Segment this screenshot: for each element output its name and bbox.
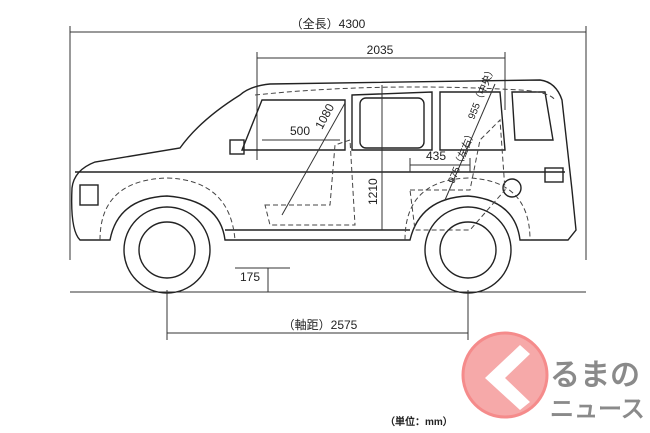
overall-length-dimension: （全長）4300	[69, 16, 587, 260]
ground-clearance-label: 175	[240, 270, 260, 284]
chevron-left-icon	[485, 345, 530, 410]
car-body	[70, 79, 577, 241]
rear-seat-label: 435	[426, 149, 446, 163]
front-seat-label: 500	[290, 124, 310, 138]
unit-label: （単位：mm）	[385, 415, 453, 428]
wheelbase-label: （軸距）2575	[283, 318, 358, 332]
interior-height-dimension: 1210	[366, 85, 383, 230]
rear-seat-dimension: 435	[409, 149, 471, 172]
wheelbase-dimension: （軸距）2575	[166, 290, 469, 340]
cabin-length-label: 2035	[367, 43, 394, 57]
front-diagonal-label: 1080	[312, 101, 337, 131]
front-diagonal-dimension: 1080	[281, 101, 346, 216]
overall-length-label: （全長）4300	[291, 16, 366, 31]
kuruma-news-logo: るまの ニュース	[461, 331, 645, 423]
ground-clearance-dimension: 175	[235, 267, 290, 292]
rear-wheel	[424, 206, 512, 294]
logo-text-bottom: ニュース	[550, 396, 645, 423]
logo-text-top: るまの	[550, 359, 640, 392]
front-wheel	[123, 206, 211, 294]
rear-headroom-dimension: 955（中央） 975（左右）	[444, 64, 498, 201]
interior-height-label: 1210	[366, 178, 380, 205]
front-seat-dimension: 500	[262, 124, 340, 141]
